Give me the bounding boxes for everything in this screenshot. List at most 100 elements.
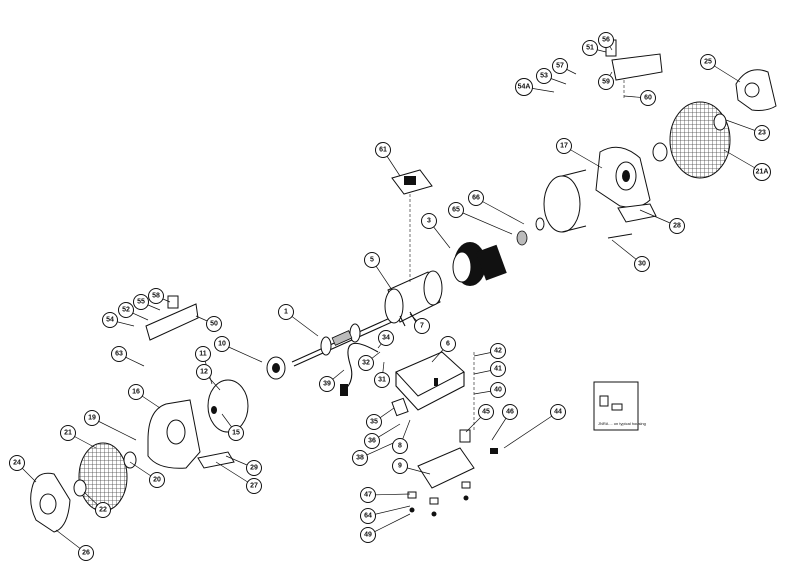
callout-21a: 21A — [753, 163, 771, 181]
callout-circle — [556, 138, 572, 154]
callout-53: 53 — [536, 68, 552, 84]
callout-circle — [552, 58, 568, 74]
callout-16: 16 — [128, 384, 144, 400]
callout-circle — [448, 202, 464, 218]
callout-number: 16 — [132, 389, 140, 396]
callout-circle — [111, 346, 127, 362]
callout-number: 47 — [364, 492, 372, 499]
callout-number: 44 — [554, 409, 562, 416]
callout-number: 36 — [368, 438, 376, 445]
callout-40: 40 — [490, 382, 506, 398]
callout-64: 64 — [360, 508, 376, 524]
right-grinding-wheel — [652, 101, 731, 179]
bearing-parts — [266, 217, 545, 380]
callout-63: 63 — [111, 346, 127, 362]
stator — [452, 242, 507, 286]
callout-circle — [440, 336, 456, 352]
callout-circle — [598, 32, 614, 48]
callout-circle — [378, 330, 394, 346]
callout-number: 54 — [106, 317, 114, 324]
callout-31: 31 — [374, 372, 390, 388]
callout-28: 28 — [669, 218, 685, 234]
callout-circle — [228, 425, 244, 441]
callout-54a: 54A — [515, 78, 533, 96]
callout-9: 9 — [392, 458, 408, 474]
callout-number: 55 — [137, 299, 145, 306]
callout-number: 51 — [586, 45, 594, 52]
callout-12: 12 — [196, 364, 212, 380]
callout-circle — [392, 438, 408, 454]
callout-number: 56 — [602, 37, 610, 44]
label-plate — [391, 169, 433, 282]
callout-8: 8 — [392, 438, 408, 454]
callout-circle — [360, 487, 376, 503]
callout-57: 57 — [552, 58, 568, 74]
callout-circle — [149, 472, 165, 488]
callout-number: 35 — [370, 419, 378, 426]
callout-number: 21 — [64, 430, 72, 437]
callout-circle — [515, 78, 533, 96]
callout-circle — [95, 502, 111, 518]
callout-circle — [246, 460, 262, 476]
callout-24: 24 — [9, 455, 25, 471]
callout-number: 8 — [398, 443, 402, 450]
callout-39: 39 — [319, 376, 335, 392]
callout-22: 22 — [95, 502, 111, 518]
callout-15: 15 — [228, 425, 244, 441]
right-tool-rest — [607, 203, 657, 239]
callout-21: 21 — [60, 425, 76, 441]
callout-54: 54 — [102, 312, 118, 328]
callout-23: 23 — [754, 125, 770, 141]
callout-circle — [60, 425, 76, 441]
callout-44: 44 — [550, 404, 566, 420]
callout-number: 9 — [398, 463, 402, 470]
callout-49: 49 — [360, 527, 376, 543]
callout-number: 12 — [200, 369, 208, 376]
callout-circle — [195, 346, 211, 362]
callout-60: 60 — [640, 90, 656, 106]
callout-circle — [9, 455, 25, 471]
left-tool-rest — [197, 451, 235, 469]
callout-number: 29 — [250, 465, 258, 472]
callout-circle — [364, 433, 380, 449]
callout-circle — [536, 68, 552, 84]
switch-parts — [391, 352, 498, 454]
callout-circle — [421, 213, 437, 229]
callout-number: 61 — [379, 147, 387, 154]
left-inner-housing — [207, 379, 249, 433]
callout-circle — [374, 372, 390, 388]
callout-number: 45 — [482, 409, 490, 416]
callout-number: 23 — [758, 130, 766, 137]
callout-number: 3 — [427, 218, 431, 225]
callout-circle — [669, 218, 685, 234]
callout-number: 60 — [644, 95, 652, 102]
callout-number: 30 — [638, 261, 646, 268]
callout-number: 6 — [446, 341, 450, 348]
base-assembly — [395, 351, 465, 411]
callout-11: 11 — [195, 346, 211, 362]
callout-10: 10 — [214, 336, 230, 352]
callout-17: 17 — [556, 138, 572, 154]
callout-number: 64 — [364, 513, 372, 520]
callout-circle — [582, 40, 598, 56]
callout-circle — [468, 190, 484, 206]
callout-65: 65 — [448, 202, 464, 218]
callout-circle — [278, 304, 294, 320]
callout-number: 31 — [378, 377, 386, 384]
callout-number: 52 — [122, 307, 130, 314]
inset-detail: JNRA ... on typical housing — [593, 381, 646, 431]
left-outer-housing — [147, 399, 201, 469]
callout-52: 52 — [118, 302, 134, 318]
callout-number: 26 — [82, 550, 90, 557]
right-wheel-guard — [735, 69, 777, 111]
callout-circle — [133, 294, 149, 310]
callout-32: 32 — [358, 355, 374, 371]
callout-number: 41 — [494, 366, 502, 373]
callout-50: 50 — [206, 316, 222, 332]
callout-circle — [490, 343, 506, 359]
leader-line-44 — [503, 411, 559, 449]
callout-circle — [490, 361, 506, 377]
callout-number: 49 — [364, 532, 372, 539]
callout-number: 10 — [218, 341, 226, 348]
